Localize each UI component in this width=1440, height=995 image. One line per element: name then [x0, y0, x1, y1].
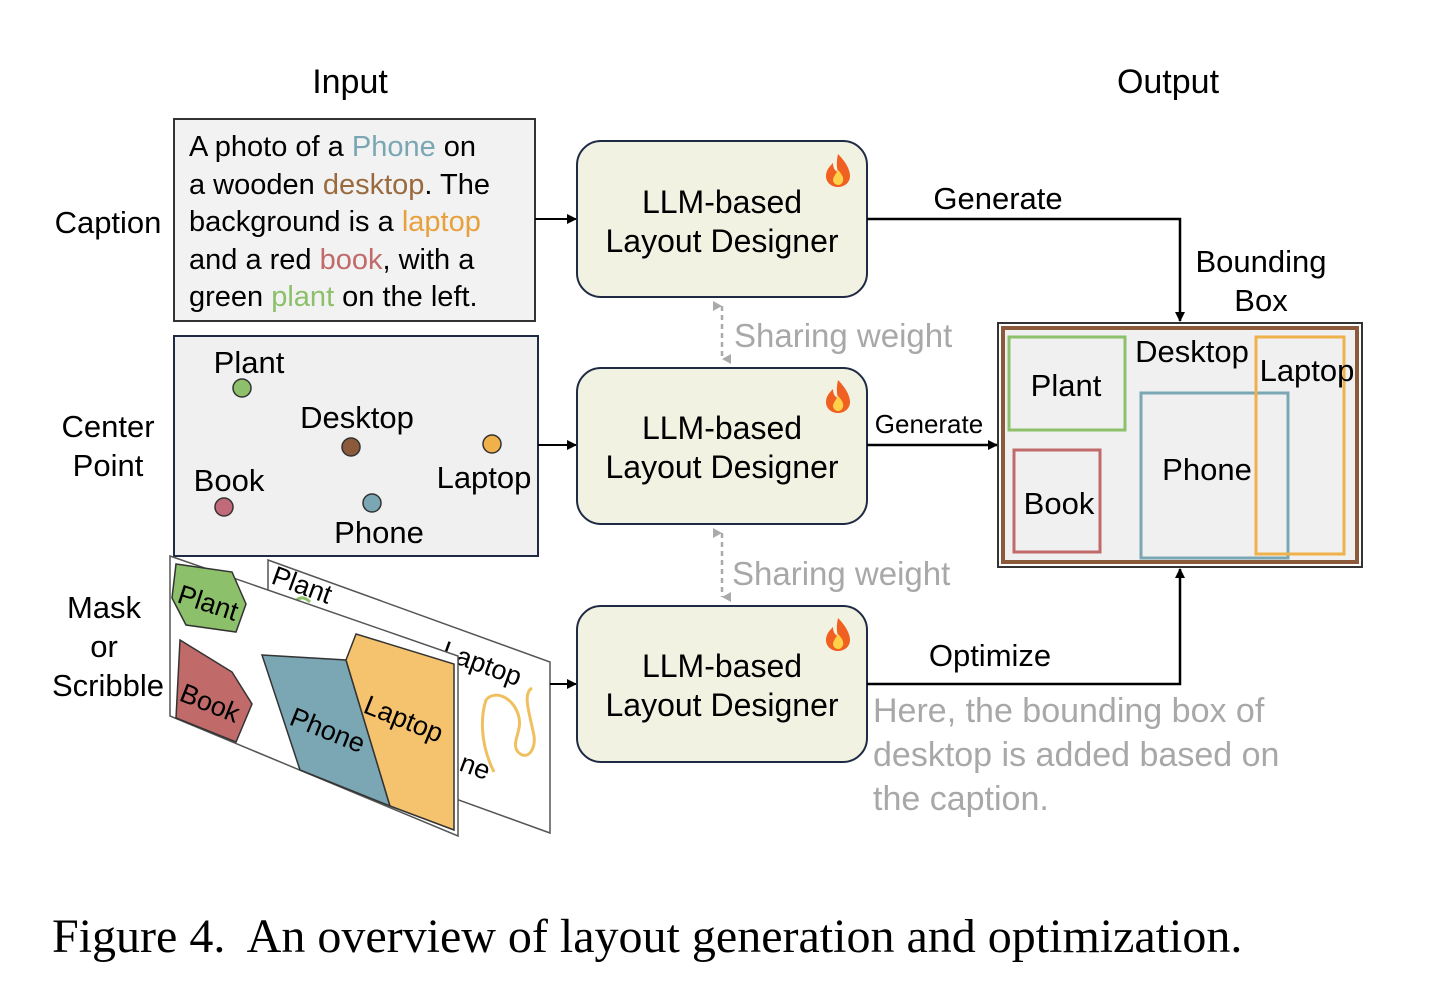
- row-label-caption: Caption: [55, 205, 162, 240]
- optimize-label: Optimize: [929, 638, 1051, 673]
- caption-line-1: A photo of a Phone on: [189, 131, 476, 163]
- figure-caption: Figure 4. An overview of layout generati…: [52, 910, 1242, 963]
- output-label-laptop: Laptop: [1260, 353, 1355, 388]
- fire-icon: [826, 618, 850, 651]
- bounding-box-label-2: Box: [1234, 283, 1288, 318]
- caption-segment: background is a: [189, 206, 402, 238]
- mask-plant-shape: [171, 563, 247, 633]
- mask-sheet: Plant Book Phone Laptop: [169, 554, 459, 838]
- designer-bot-line2: Layout Designer: [605, 687, 838, 723]
- caption-segment: desktop: [323, 169, 425, 201]
- row-label-center: Center: [61, 409, 154, 444]
- center-dot-book: [214, 497, 234, 517]
- output-label-book: Book: [1024, 486, 1095, 521]
- caption-segment: Phone: [352, 131, 436, 163]
- center-dot-plant: [232, 378, 252, 398]
- caption-segment: green: [189, 281, 271, 313]
- row-label-scribble: Scribble: [52, 668, 164, 703]
- bounding-box-label-1: Bounding: [1195, 244, 1326, 279]
- caption-segment: laptop: [402, 206, 481, 238]
- note-line-3: the caption.: [873, 780, 1049, 818]
- designer-mid-line2: Layout Designer: [605, 449, 838, 485]
- designer-box-middle: LLM-based Layout Designer: [576, 367, 868, 525]
- center-label-phone: Phone: [334, 515, 424, 550]
- center-dot-desktop: [341, 437, 361, 457]
- caption-segment: A photo of a: [189, 131, 352, 163]
- caption-segment: and a red: [189, 244, 320, 276]
- optimize-arrow: [867, 568, 1185, 686]
- mask-book-shape: [175, 638, 253, 743]
- sharing-weight-label-2: Sharing weight: [732, 555, 950, 592]
- caption-line-4: and a red book, with a: [189, 244, 475, 276]
- center-label-laptop: Laptop: [437, 460, 532, 495]
- caption-box-text: A photo of a Phone on a wooden desktop. …: [189, 131, 490, 313]
- center-dot-laptop: [482, 434, 502, 454]
- fire-icon: [826, 154, 850, 187]
- caption-line-2: a wooden desktop. The: [189, 169, 490, 201]
- caption-line-5: green plant on the left.: [189, 281, 478, 313]
- output-phone-box: [1139, 391, 1290, 560]
- designer-top-line2: Layout Designer: [605, 223, 838, 259]
- output-label-desktop: Desktop: [1135, 334, 1249, 369]
- output-laptop-box: [1254, 335, 1346, 556]
- designer-box-top: LLM-based Layout Designer: [576, 140, 868, 298]
- generate-top-label: Generate: [933, 181, 1062, 216]
- output-plant-box: [1007, 335, 1127, 432]
- output-layout-box: Plant Desktop Laptop Phone Book: [997, 322, 1363, 568]
- output-header: Output: [1117, 63, 1220, 101]
- caption-box: [173, 118, 536, 322]
- center-label-plant: Plant: [214, 345, 285, 380]
- generate-mid-label: Generate: [875, 409, 983, 439]
- output-desktop-box: [1001, 326, 1359, 564]
- output-book-box: [1012, 448, 1102, 554]
- caption-segment: . The: [424, 169, 490, 201]
- designer-box-bottom: LLM-based Layout Designer: [576, 605, 868, 763]
- caption-line-3: background is a laptop: [189, 206, 481, 238]
- center-label-desktop: Desktop: [300, 400, 414, 435]
- output-label-plant: Plant: [1031, 368, 1102, 403]
- input-header: Input: [312, 63, 388, 101]
- output-label-phone: Phone: [1162, 452, 1252, 487]
- caption-segment: on the left.: [334, 281, 478, 313]
- scribble-laptop-stroke: [480, 686, 536, 773]
- caption-segment: a wooden: [189, 169, 323, 201]
- center-label-book: Book: [194, 463, 265, 498]
- caption-segment: book: [320, 244, 383, 276]
- note-line-2: desktop is added based on: [873, 736, 1279, 774]
- caption-segment: on: [436, 131, 476, 163]
- generate-top-arrow: [867, 217, 1185, 322]
- row-label-or: or: [90, 629, 118, 664]
- mask-laptop-shape: [345, 633, 455, 832]
- fire-icon: [826, 380, 850, 413]
- row-label-mask: Mask: [67, 590, 142, 625]
- designer-bot-line1: LLM-based: [642, 648, 802, 684]
- caption-segment: , with a: [383, 244, 476, 276]
- caption-segment: plant: [271, 281, 334, 313]
- center-dot-phone: [362, 493, 382, 513]
- row-label-point: Point: [73, 448, 144, 483]
- designer-mid-line1: LLM-based: [642, 410, 802, 446]
- sharing-weight-label-1: Sharing weight: [734, 317, 952, 354]
- designer-top-line1: LLM-based: [642, 184, 802, 220]
- note-line-1: Here, the bounding box of: [873, 692, 1265, 730]
